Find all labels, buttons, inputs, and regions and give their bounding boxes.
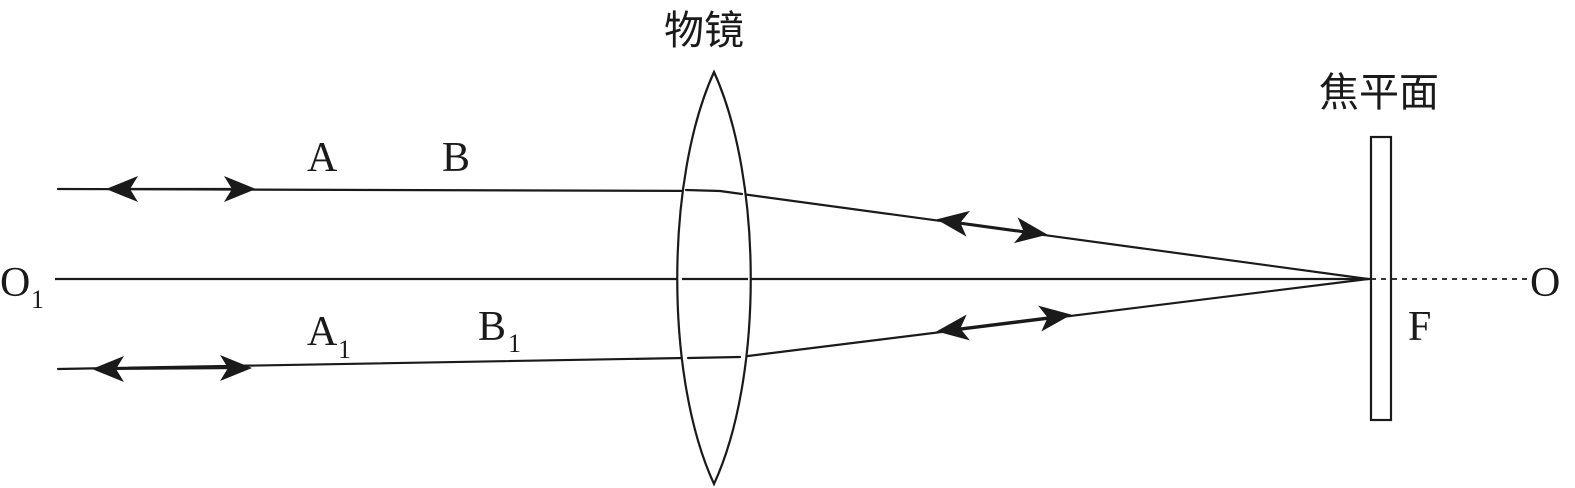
label-B: B xyxy=(442,135,470,181)
label-O: O xyxy=(1530,260,1560,306)
upper-left-arrowhead-right xyxy=(224,176,256,202)
lower-left-arrowhead-left xyxy=(92,356,124,382)
objective-label: 物镜 xyxy=(664,8,744,54)
label-A1: A xyxy=(307,309,338,355)
label-F: F xyxy=(1408,304,1431,350)
label-A1-subscript: 1 xyxy=(338,335,351,364)
label-A: A xyxy=(307,135,338,181)
label-O1: O xyxy=(0,260,30,306)
lower-right-double-arrow xyxy=(936,305,1072,341)
label-O1-subscript: 1 xyxy=(31,285,44,314)
lower-left-arrow-shaft xyxy=(102,366,242,371)
label-B1-subscript: 1 xyxy=(508,329,521,358)
lower-ray-in-lens xyxy=(686,355,742,360)
upper-left-arrowhead-left xyxy=(106,176,138,202)
upper-ray-in-lens xyxy=(684,188,744,196)
label-B1: B xyxy=(478,304,506,350)
focal-plane-label: 焦平面 xyxy=(1319,70,1439,116)
lower-left-arrowhead-right xyxy=(220,355,252,381)
upper-right-double-arrow xyxy=(936,210,1048,244)
